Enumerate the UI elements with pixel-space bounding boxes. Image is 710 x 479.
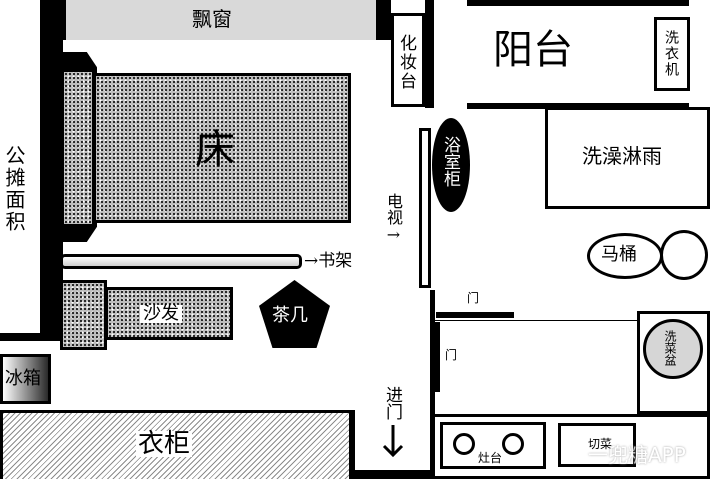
tea-table-label: 茶几 xyxy=(272,305,308,326)
central-wall-bottom xyxy=(430,290,435,479)
bay-window xyxy=(63,0,379,40)
shower-label: 洗澡淋雨 xyxy=(582,144,662,168)
cutting-label: 切菜 xyxy=(588,437,613,451)
public-area-wall xyxy=(0,333,63,341)
entrance-arrow-icon xyxy=(381,424,405,458)
bath-door xyxy=(436,312,514,318)
entrance-label: 进门 xyxy=(382,386,402,420)
bottom-wall xyxy=(352,470,434,479)
sofa-arm xyxy=(60,280,107,350)
washer xyxy=(654,17,690,91)
left-outer-wall xyxy=(40,0,63,335)
door-lower-label: 门 xyxy=(445,348,458,362)
sink xyxy=(643,319,703,379)
stove-label: 灶台 xyxy=(478,451,503,465)
toilet-bowl xyxy=(587,233,663,279)
sofa-label: 沙发 xyxy=(140,305,182,323)
burner-right xyxy=(502,433,524,455)
bay-window-label: 飘窗 xyxy=(192,7,232,31)
toilet-tank xyxy=(660,230,708,280)
bookshelf-label: →书架 xyxy=(304,251,353,271)
bed xyxy=(93,73,351,223)
watermark: 一兜糖APP xyxy=(588,443,686,467)
bookshelf xyxy=(60,254,302,269)
fridge xyxy=(0,354,51,404)
public-area-label: 公摊面积 xyxy=(2,145,26,233)
wardrobe-wall xyxy=(352,410,355,479)
kitchen-door xyxy=(433,322,440,392)
bath-cabinet xyxy=(432,118,470,212)
cutting-board xyxy=(558,423,636,467)
tv xyxy=(419,128,431,288)
headboard-inner xyxy=(64,72,92,224)
central-wall-top xyxy=(425,0,434,108)
washer-label: 洗衣机 xyxy=(663,30,679,78)
bed-label: 床 xyxy=(195,127,235,173)
toilet-label: 马桶 xyxy=(601,244,637,265)
shower xyxy=(545,107,710,209)
burner-left xyxy=(453,433,475,455)
kitchen-divider xyxy=(435,320,637,321)
wardrobe-label: 衣柜 xyxy=(136,429,193,459)
balcony-bottom-rail xyxy=(467,103,689,109)
vanity xyxy=(391,13,425,107)
sink-label: 洗菜盆 xyxy=(663,330,677,366)
balcony-label: 阳台 xyxy=(493,27,573,73)
top-wall-right xyxy=(379,0,391,40)
door-upper-label: 门 xyxy=(467,291,480,305)
tv-label: 电视→ xyxy=(384,193,403,244)
fridge-label: 冰箱 xyxy=(5,368,41,389)
balcony-top-rail xyxy=(467,0,689,6)
vanity-label: 化妆台 xyxy=(396,34,416,91)
bath-cabinet-label: 浴室柜 xyxy=(440,136,460,187)
